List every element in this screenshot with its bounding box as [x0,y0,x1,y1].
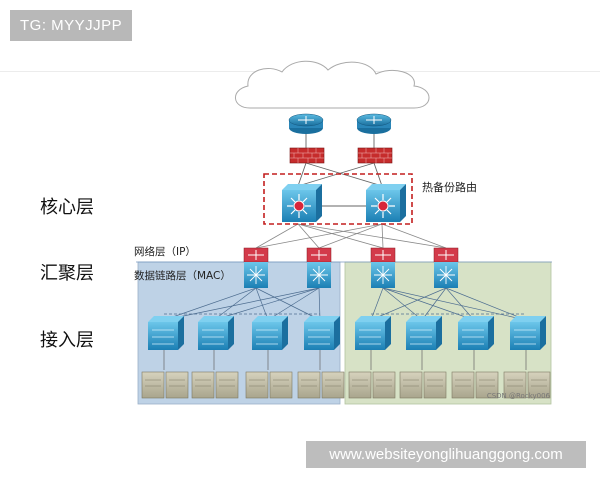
cloud-shape [235,60,430,109]
access-switch-icon [406,316,442,350]
firewall-icon [357,147,393,164]
router-icon [288,113,324,134]
network-layer-label: 网络层（IP） [134,246,196,258]
core-switch-icon [366,184,406,222]
aggregation-switch-icon [433,247,459,288]
access-layer-label: 接入层 [40,330,94,351]
access-switch-icon [304,316,340,350]
server-pair-icon [141,371,189,399]
aggregation-switch-icon [243,247,269,288]
aggregation-layer-label: 汇聚层 [40,263,94,284]
core-switch-icon [282,184,322,222]
access-switch-icon [355,316,391,350]
datalink-layer-label: 数据链路层（MAC） [134,270,231,282]
csdn-watermark: CSDN @Rocky006 [486,392,550,400]
access-switch-icon [148,316,184,350]
access-switch-icon [252,316,288,350]
hot-standby-box [263,173,413,225]
hot-standby-label: 热备份路由 [422,181,477,194]
access-switch-icon [198,316,234,350]
core-layer-label: 核心层 [40,197,94,218]
router-icon [356,113,392,134]
access-switch-icon [458,316,494,350]
access-switch-icon [510,316,546,350]
aggregation-switch-icon [306,247,332,288]
aggregation-switch-icon [370,247,396,288]
tg-tag: TG: MYYJJPP [10,10,133,41]
website-url-banner: www.websiteyonglihuanggong.com [306,441,586,468]
firewall-icon [289,147,325,164]
